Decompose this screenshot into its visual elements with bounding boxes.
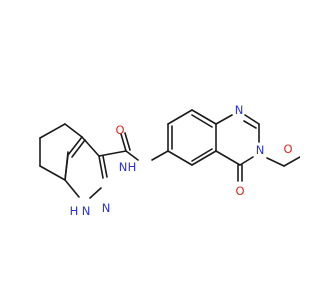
atom-label-amide-o: O (115, 123, 124, 137)
atom-label-methoxy-o: O (283, 142, 292, 156)
atom-label-quinazolinone-o: O (235, 184, 244, 198)
pyrazole-ring (64, 136, 108, 199)
benzene-ring (151, 109, 217, 166)
atom-label-amide-h: H (128, 160, 137, 174)
molecule-canvas: H N N O N H N N O O (39, 103, 300, 218)
atom-label-quinazoline-n1: N (235, 103, 244, 117)
atom-label-amide-n: N (119, 160, 128, 174)
atom-label-n1-indazole: N (82, 204, 91, 218)
atom-label-h-indazole: H (70, 204, 79, 218)
atom-label-quinazoline-n3: N (256, 143, 265, 157)
carboxamide-group (98, 132, 139, 161)
atom-label-n2-indazole: N (102, 201, 111, 215)
pyrimidinone-ring (215, 114, 260, 182)
methoxyethyl-chain (266, 156, 300, 167)
structure-drawing: H N N O N H N N O O (39, 103, 300, 218)
